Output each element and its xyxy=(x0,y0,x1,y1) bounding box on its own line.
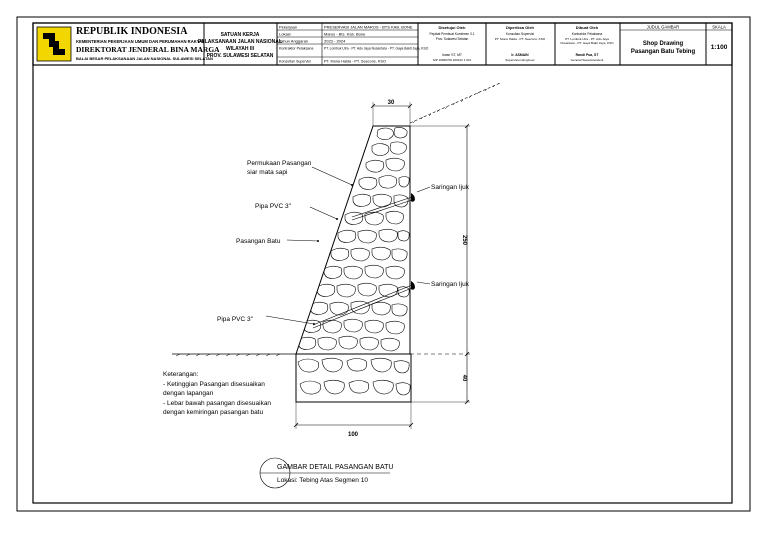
dim-bottom-value: 100 xyxy=(348,432,359,438)
filter-upper xyxy=(411,193,415,202)
note-line-4: dengan kemiringan pasangan batu xyxy=(163,409,263,416)
dim-height-value: 250 xyxy=(461,235,467,246)
info-label-0: Pekerjaan xyxy=(279,25,297,30)
label-filter-lower: Saringan Ijuk xyxy=(431,281,470,288)
org-line2: DIREKTORAT JENDERAL BINA MARGA xyxy=(76,45,220,54)
label-surface-line2: siar mata sapi xyxy=(247,169,287,176)
approval3-name: Randi Pua, ST xyxy=(576,53,600,57)
approval1-name: Irwan ST, MT xyxy=(442,53,462,57)
info-value-2: 2023 - 2024 xyxy=(324,39,346,44)
label-masonry: Pasangan Batu xyxy=(236,238,281,245)
foundation-stones xyxy=(297,357,411,396)
approval1-line1: Pejabat Pembuat Komitmen 3.1 xyxy=(429,32,474,36)
info-label-2: Tahun Anggaran xyxy=(279,39,308,44)
label-pipe-upper: Pipa PVC 3" xyxy=(255,203,292,210)
label-filter-upper: Saringan Ijuk xyxy=(431,184,470,191)
info-value-1: Maros - Bts. Kab. Bone xyxy=(324,32,366,37)
masonry-stones xyxy=(297,127,410,352)
note-line-1: - Ketinggian Pasangan disesuaikan xyxy=(163,381,265,388)
scale-value: 1:100 xyxy=(711,44,728,51)
approval3-line3: Nusantara - PT. Gaya Bakti Jaya, KSO xyxy=(560,41,614,45)
pvc-pipes xyxy=(312,196,413,329)
approval1-line2: Prov. Sulawesi Selatan xyxy=(436,37,469,41)
drawing-caption: GAMBAR DETAIL PASANGAN BATU Lokasi: Tebi… xyxy=(259,457,393,489)
approval3-line2: PT. Lombok Utra - PT. Ado Jaya xyxy=(565,37,609,41)
approval3-head: Dibuat Oleh xyxy=(576,25,599,30)
pu-logo xyxy=(36,26,72,62)
caption-location: Lokasi: Tebing Atas Segmen 10 xyxy=(277,477,368,484)
unit-line3: WILAYAH III xyxy=(226,46,255,52)
dim-top: 30 xyxy=(370,100,413,126)
label-surface-line1: Permukaan Pasangan xyxy=(247,160,312,167)
foundation-outline xyxy=(295,353,412,403)
title-block: REPUBLIK INDONESIA KEMENTERIAN PEKERJAAN… xyxy=(32,22,733,66)
dim-bottom: 100 xyxy=(293,402,414,438)
approval2-line2: PT. Mona Halda - PT. Seecons, KSO xyxy=(495,37,546,41)
wall-outline xyxy=(295,125,411,355)
dim-foundation-value: 40 xyxy=(461,375,467,382)
leader-lines xyxy=(265,166,431,325)
approval3-role: General Superintendent xyxy=(571,58,604,62)
approval2-line1: Konsultan Supervisi xyxy=(506,32,534,36)
info-value-0: PRESERVASI JALAN MAROS - BTS KAB. BONE xyxy=(324,25,413,30)
scale-head: SKALA xyxy=(712,25,726,30)
drawing-border xyxy=(32,22,733,504)
note-line-3: - Lebar bawah pasangan disesuaikan xyxy=(163,400,271,407)
unit-line2: PELAKSANAAN JALAN NASIONAL xyxy=(198,39,282,45)
unit-line1: SATUAN KERJA xyxy=(221,32,260,38)
drawing-title-line2: Pasangan Batu Tebing xyxy=(631,49,696,55)
dim-foundation: 40 xyxy=(411,354,470,405)
dim-top-value: 30 xyxy=(388,100,395,106)
approval1-head: Disetujui Oleh xyxy=(439,25,466,30)
filter-lower xyxy=(411,281,415,290)
unit-line4: PROV. SULAWESI SELATAN xyxy=(207,53,274,59)
drawing-title-head: JUDUL GAMBAR xyxy=(647,25,680,30)
caption-title: GAMBAR DETAIL PASANGAN BATU xyxy=(277,464,393,471)
info-value-4: PT. Mona Halda - PT. Seecons, KSO xyxy=(324,60,386,64)
approval1-nip: NIP 19830706 200912 1 001 xyxy=(433,58,472,62)
dim-height: 250 xyxy=(410,123,470,357)
notes: Keterangan: - Ketinggian Pasangan disesu… xyxy=(163,371,271,416)
approval3-line1: Kontraktor Pelaksana xyxy=(572,32,603,36)
info-label-1: Lokasi xyxy=(279,32,291,37)
approval2-role: Supervision Engineer xyxy=(505,58,534,62)
org-line3: BALAI BESAR PELAKSANAAN JALAN NASIONAL S… xyxy=(76,56,213,61)
info-value-3: PT. Lombok Utra - PT. Ado Jaya Nusantara… xyxy=(324,47,429,51)
info-label-3: Kontraktor Pelaksana xyxy=(279,47,313,51)
approval2-name: Ir. ASMAIN xyxy=(511,53,529,57)
drawing-title-line1: Shop Drawing xyxy=(643,41,684,47)
retaining-wall-section: 30 250 40 100 xyxy=(172,82,501,438)
outer-frame xyxy=(16,16,751,512)
org-title: REPUBLIK INDONESIA xyxy=(76,26,188,37)
note-line-2: dengan lapangan xyxy=(163,390,214,397)
info-label-4: Konsultan Supervisi xyxy=(279,60,311,64)
label-pipe-lower: Pipa PVC 3" xyxy=(217,316,254,323)
org-line1: KEMENTERIAN PEKERJAAN UMUM DAN PERUMAHAN… xyxy=(76,39,205,44)
approval2-head: Diperiksa Oleh xyxy=(506,25,535,30)
notes-head: Keterangan: xyxy=(163,371,199,378)
